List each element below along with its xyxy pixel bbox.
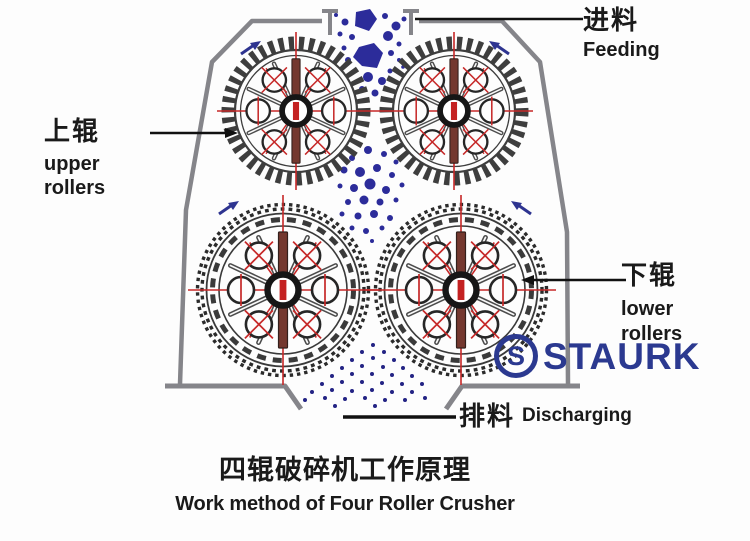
discharge-particles bbox=[303, 343, 427, 408]
leader-line-lower-rollers bbox=[521, 275, 626, 285]
label-discharging-zh: 排料 bbox=[459, 400, 516, 431]
label-lower-rollers-en1: lower bbox=[621, 297, 674, 320]
label-feeding-zh: 进料 bbox=[583, 5, 640, 35]
label-upper-rollers-zh: 上辊 bbox=[44, 116, 101, 146]
label-lower-rollers: 下辊 lower rollers bbox=[621, 261, 682, 347]
upper-right-roller bbox=[375, 32, 533, 190]
label-discharging: 排料 Discharging bbox=[459, 401, 632, 431]
diagram-title: 四辊破碎机工作原理 Work method of Four Roller Cru… bbox=[150, 448, 540, 516]
lower-left-roller bbox=[188, 195, 378, 385]
upper-left-roller bbox=[217, 32, 375, 190]
watermark-s-logo-icon: S bbox=[494, 334, 538, 378]
label-upper-rollers-en2: rollers bbox=[44, 176, 106, 199]
rotation-arrow-lower-left-icon bbox=[218, 201, 239, 216]
label-discharging-en: Discharging bbox=[522, 404, 632, 426]
watermark-wordmark: STAURK bbox=[543, 335, 701, 377]
label-lower-rollers-zh: 下辊 bbox=[621, 260, 678, 290]
leader-line-upper-rollers bbox=[150, 128, 238, 138]
rotation-arrow-upper-right-icon bbox=[489, 41, 510, 56]
rotation-arrow-lower-right-icon bbox=[511, 201, 532, 216]
label-feeding-en: Feeding bbox=[583, 38, 660, 61]
lower-right-roller bbox=[366, 195, 556, 385]
title-chinese: 四辊破碎机工作原理 bbox=[219, 455, 471, 485]
label-upper-rollers: 上辊 upper rollers bbox=[44, 117, 105, 200]
machine-housing bbox=[165, 18, 580, 411]
label-upper-rollers-en1: upper bbox=[44, 152, 100, 175]
feed-particles bbox=[332, 9, 407, 97]
watermark: S STAURK bbox=[494, 334, 700, 378]
label-feeding: 进料 Feeding bbox=[583, 6, 660, 61]
label-lower-rollers-en2: rollers bbox=[621, 322, 683, 345]
rotation-arrow-upper-left-icon bbox=[240, 41, 261, 56]
crushed-particles bbox=[337, 146, 405, 243]
feed-hopper-posts bbox=[322, 9, 419, 35]
title-english: Work method of Four Roller Crusher bbox=[175, 493, 515, 515]
